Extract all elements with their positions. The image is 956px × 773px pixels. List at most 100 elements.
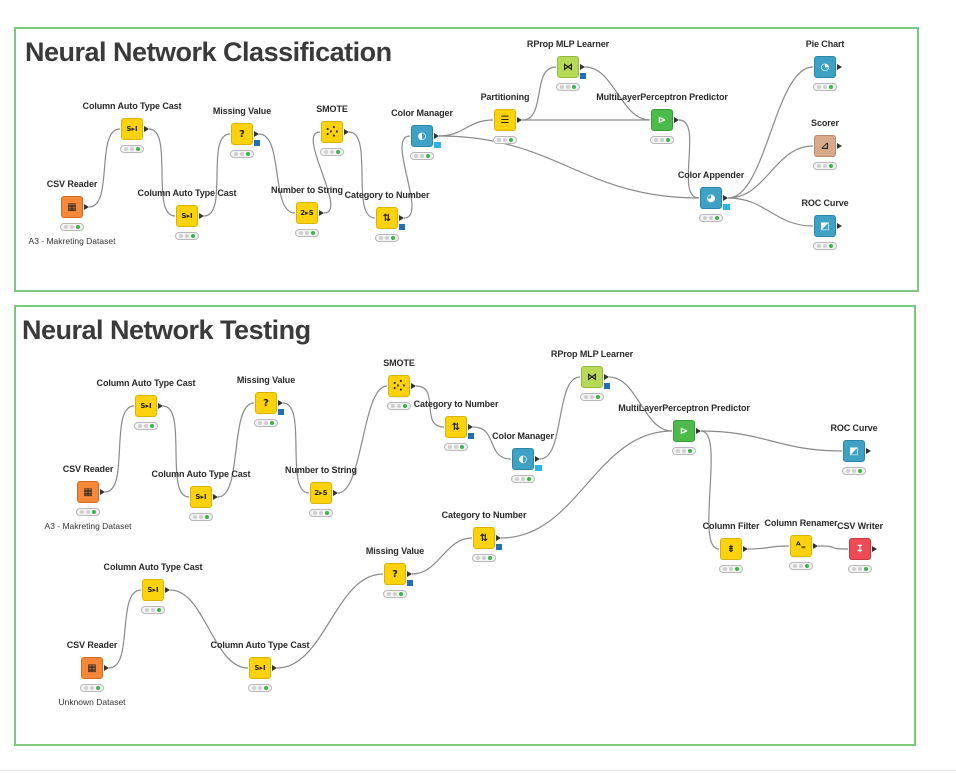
connection-t_csv1-to-t_cat1[interactable] [104,405,135,493]
column-auto-type-cast-node[interactable]: S▸I [142,579,164,601]
output-port[interactable] [84,204,89,210]
output-port[interactable] [319,210,324,216]
connection-c_cat1-to-c_cat2[interactable] [148,128,176,217]
model-port[interactable] [399,224,405,230]
connection-t_csv2-to-t_cat3[interactable] [108,589,142,669]
data-port[interactable] [535,465,542,471]
connection-c_cat2-to-c_mv[interactable] [203,133,231,217]
connection-c_smote-to-c_c2n[interactable] [348,131,376,219]
number-to-string-node[interactable]: 2▸S [296,202,318,224]
connection-t_n2s-to-t_smote[interactable] [337,385,388,494]
connection-t_mv1-to-t_n2s[interactable] [282,402,310,494]
connection-c_n2s-to-c_smote[interactable] [312,131,332,214]
column-filter-node[interactable]: ⇟ [720,538,742,560]
output-port[interactable] [278,400,283,406]
connection-t_cm-to-t_rprop[interactable] [539,376,581,460]
missing-value-node[interactable]: ? [384,563,406,585]
output-port[interactable] [333,490,338,496]
column-auto-type-cast-node[interactable]: S▸I [176,205,198,227]
connection-t_cr-to-t_csvw[interactable] [817,545,849,550]
output-port[interactable] [604,374,609,380]
output-port[interactable] [696,428,701,434]
output-port[interactable] [837,143,842,149]
connection-t_smote-to-t_c2n1[interactable] [415,385,445,428]
output-port[interactable] [344,129,349,135]
column-renamer-node[interactable]: ᴬ₌ [790,535,812,557]
category-to-number-node[interactable]: ⇅ [445,416,467,438]
output-port[interactable] [399,215,404,221]
output-port[interactable] [674,117,679,123]
connection-c_cm-to-c_part[interactable] [438,119,494,137]
output-port[interactable] [517,117,522,123]
connection-c_mv-to-c_n2s[interactable] [258,133,296,214]
color-manager-node[interactable]: ◐ [512,448,534,470]
connection-c_ca-to-c_pie[interactable] [727,66,814,199]
connection-t_cat3-to-t_cat4[interactable] [169,589,249,669]
output-port[interactable] [723,195,728,201]
model-port[interactable] [604,383,610,389]
output-port[interactable] [813,543,818,549]
connection-c_csv-to-c_cat1[interactable] [88,128,121,208]
column-auto-type-cast-node[interactable]: S▸I [121,118,143,140]
output-port[interactable] [272,665,277,671]
scorer-node[interactable]: ⊿ [814,135,836,157]
multilayerperceptron-predictor-node[interactable]: ⊳ [651,109,673,131]
missing-value-node[interactable]: ? [255,392,277,414]
output-port[interactable] [407,571,412,577]
rprop-mlp-learner-node[interactable]: ⋈ [557,56,579,78]
partitioning-node[interactable]: ☰ [494,109,516,131]
color-manager-node[interactable]: ◐ [411,125,433,147]
output-port[interactable] [158,403,163,409]
multilayerperceptron-predictor-node[interactable]: ⊳ [673,420,695,442]
csv-reader-node[interactable]: ▦ [81,657,103,679]
column-auto-type-cast-node[interactable]: S▸I [135,395,157,417]
connection-t_rprop-to-t_mlp[interactable] [608,376,673,432]
column-auto-type-cast-node[interactable]: S▸I [249,657,271,679]
csv-writer-node[interactable]: ↧ [849,538,871,560]
output-port[interactable] [837,64,842,70]
output-port[interactable] [165,587,170,593]
missing-value-node[interactable]: ? [231,123,253,145]
output-port[interactable] [468,424,473,430]
model-port[interactable] [468,433,474,439]
output-port[interactable] [535,456,540,462]
connection-t_c2n1-to-t_cm[interactable] [472,426,512,460]
number-to-string-node[interactable]: 2▸S [310,482,332,504]
output-port[interactable] [580,64,585,70]
smote-node[interactable]: ⁚⁛ [388,375,410,397]
color-appender-node[interactable]: ◕ [700,187,722,209]
pie-chart-node[interactable]: ◔ [814,56,836,78]
connection-t_cat2-to-t_mv1[interactable] [217,402,255,498]
connection-c_cm-to-c_ca[interactable] [438,135,700,199]
connection-c_ca-to-c_scorer[interactable] [727,145,814,199]
connection-t_cat1-to-t_cat2[interactable] [162,405,190,498]
output-port[interactable] [411,383,416,389]
model-port[interactable] [278,409,284,415]
connection-c_rprop-to-c_mlp[interactable] [584,66,651,121]
connection-t_mlp-to-t_roc[interactable] [700,430,843,452]
smote-node[interactable]: ⁚⁛ [321,121,343,143]
model-port[interactable] [407,580,413,586]
column-auto-type-cast-node[interactable]: S▸I [190,486,212,508]
connection-t_mv2-to-t_c2n2[interactable] [411,537,473,575]
connection-c_ca-to-c_roc[interactable] [727,197,814,227]
csv-reader-node[interactable]: ▦ [77,481,99,503]
output-port[interactable] [434,133,439,139]
connection-c_c2n-to-c_cm[interactable] [401,135,413,219]
connection-c_part-to-c_rprop[interactable] [521,66,557,121]
output-port[interactable] [837,223,842,229]
connection-t_c2n2-to-t_mlp[interactable] [500,430,673,539]
rprop-mlp-learner-node[interactable]: ⋈ [581,366,603,388]
connection-t_cat4-to-t_mv2[interactable] [276,573,384,669]
output-port[interactable] [743,546,748,552]
output-port[interactable] [104,665,109,671]
output-port[interactable] [199,213,204,219]
output-port[interactable] [213,494,218,500]
model-port[interactable] [580,73,586,79]
roc-curve-node[interactable]: ◩ [814,215,836,237]
output-port[interactable] [254,131,259,137]
category-to-number-node[interactable]: ⇅ [376,207,398,229]
model-port[interactable] [254,140,260,146]
model-port[interactable] [496,544,502,550]
data-port[interactable] [434,142,441,148]
